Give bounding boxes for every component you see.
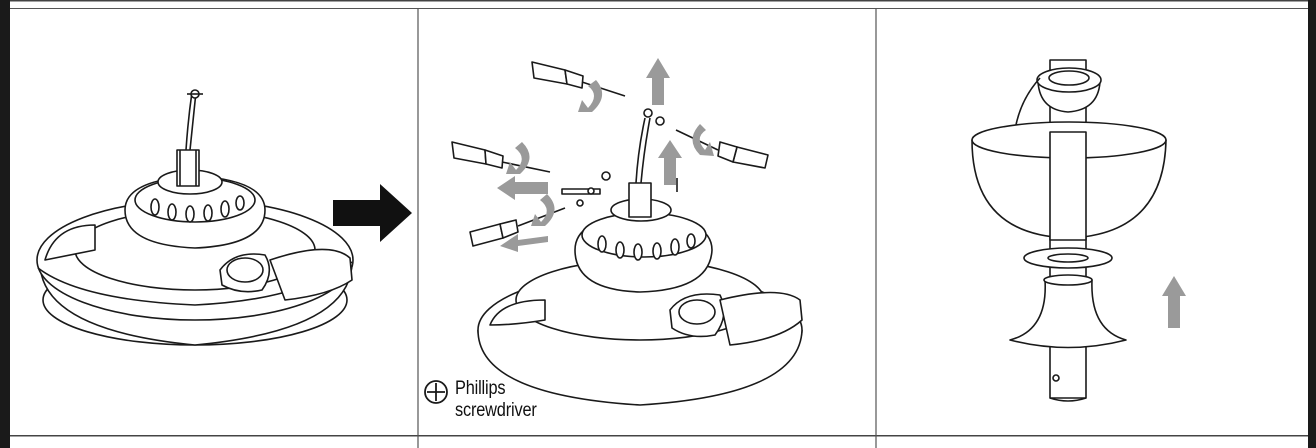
screwdriver-top	[531, 61, 626, 97]
left-border	[0, 0, 10, 448]
top-border	[10, 0, 1308, 2]
right-border	[1308, 0, 1316, 448]
next-step-arrow	[333, 184, 412, 242]
panel2-disassembly	[451, 61, 803, 406]
panel3-up-arrow	[1162, 276, 1186, 328]
tool-label: Phillips screwdriver	[455, 378, 537, 422]
panel1-fan-housing	[36, 89, 354, 346]
tool-label-line1: Phillips	[455, 378, 506, 399]
panel3-canopy	[971, 59, 1167, 402]
panel2-motion-arrows	[497, 58, 714, 252]
screwdriver-right	[675, 129, 769, 169]
screwdriver-middle	[451, 141, 551, 173]
phillips-screw-icon	[424, 380, 448, 404]
inner-top-line	[10, 8, 1308, 9]
tool-label-line2: screwdriver	[455, 400, 537, 421]
screwdriver-lower	[469, 207, 566, 247]
bottom-divider	[10, 435, 1308, 437]
